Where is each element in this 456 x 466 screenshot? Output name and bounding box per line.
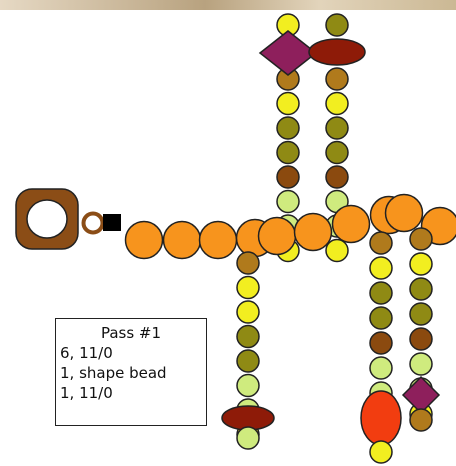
- seed-bead: [236, 275, 260, 300]
- orange-bead: [198, 220, 238, 260]
- seed-bead: [409, 227, 433, 251]
- seed-bead: [236, 251, 260, 275]
- orange-bead: [293, 212, 333, 252]
- seed-bead: [409, 277, 433, 301]
- seed-bead: [236, 426, 260, 450]
- seed-bead: [369, 256, 393, 280]
- seed-bead: [325, 13, 349, 37]
- seed-bead: [325, 116, 349, 140]
- shape-bead-diamond: [258, 30, 318, 76]
- pass-legend-box: Pass #1 6, 11/0 1, shape bead 1, 11/0: [55, 318, 207, 426]
- seed-bead: [409, 352, 433, 376]
- seed-bead: [325, 140, 349, 165]
- seed-bead: [369, 306, 393, 330]
- seed-bead: [236, 324, 260, 349]
- seed-bead: [276, 91, 300, 116]
- seed-bead: [325, 238, 349, 263]
- seed-bead: [276, 165, 300, 189]
- legend-line-1: 6, 11/0: [60, 344, 113, 362]
- jump-ring: [81, 211, 105, 235]
- crimp-bead: [103, 214, 121, 231]
- seed-bead: [276, 116, 300, 140]
- legend-title: Pass #1: [100, 324, 162, 342]
- seed-bead: [325, 91, 349, 116]
- orange-bead: [162, 220, 202, 260]
- seed-bead: [369, 356, 393, 380]
- legend-line-3: 1, 11/0: [60, 384, 113, 402]
- seed-bead: [325, 165, 349, 189]
- legend-line-2: 1, shape bead: [60, 364, 167, 382]
- seed-bead: [369, 331, 393, 355]
- seed-bead: [409, 408, 433, 432]
- orange-bead: [124, 220, 164, 260]
- seed-bead: [409, 302, 433, 326]
- shape-bead-red-oval: [360, 390, 402, 446]
- shape-bead-diamond: [401, 375, 441, 415]
- orange-bead: [257, 216, 297, 256]
- seed-bead: [236, 300, 260, 324]
- seed-bead: [409, 327, 433, 351]
- seed-bead: [236, 349, 260, 373]
- seed-bead: [236, 373, 260, 398]
- orange-bead: [331, 204, 371, 244]
- seed-bead: [409, 252, 433, 276]
- seed-bead: [276, 189, 300, 214]
- toggle-clasp-hole: [26, 199, 68, 239]
- orange-bead: [384, 193, 424, 233]
- seed-bead: [369, 281, 393, 305]
- shape-bead-oval: [308, 38, 366, 66]
- seed-bead: [369, 440, 393, 464]
- seed-bead: [276, 140, 300, 165]
- seed-bead: [369, 231, 393, 255]
- background-strip: [0, 0, 456, 10]
- seed-bead: [325, 67, 349, 91]
